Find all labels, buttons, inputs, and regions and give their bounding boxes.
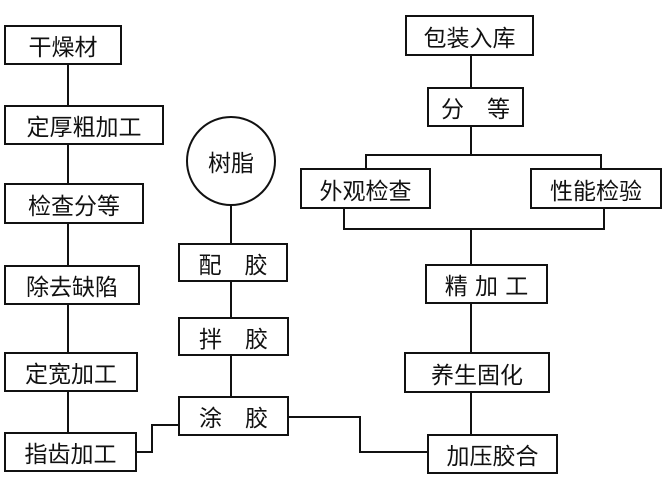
node-thickness-rough: 定厚粗加工: [4, 105, 164, 145]
node-visual-inspection: 外观检查: [300, 168, 431, 209]
node-performance-test: 性能检验: [530, 168, 662, 209]
node-dry-wood: 干燥材: [4, 25, 122, 65]
node-finishing: 精 加 工: [425, 264, 548, 304]
node-press-bond: 加压胶合: [427, 434, 558, 474]
node-mix-glue: 配 胶: [178, 243, 288, 282]
node-cure: 养生固化: [404, 352, 550, 393]
connector-apply-to-press: [289, 416, 427, 453]
bracket-lower: [343, 209, 605, 230]
node-stir-glue: 拌 胶: [178, 317, 289, 356]
bracket-upper: [365, 154, 602, 168]
node-grading: 分 等: [427, 87, 524, 127]
node-inspect-grade: 检查分等: [4, 183, 144, 224]
node-finger-joint: 指齿加工: [4, 432, 137, 472]
node-package-store: 包装入库: [405, 15, 534, 56]
node-apply-glue: 涂 胶: [178, 396, 289, 436]
node-remove-defects: 除去缺陷: [4, 265, 140, 305]
node-width-machining: 定宽加工: [4, 352, 138, 392]
node-resin: 树脂: [186, 116, 276, 206]
connector-finger-to-apply: [137, 424, 178, 453]
